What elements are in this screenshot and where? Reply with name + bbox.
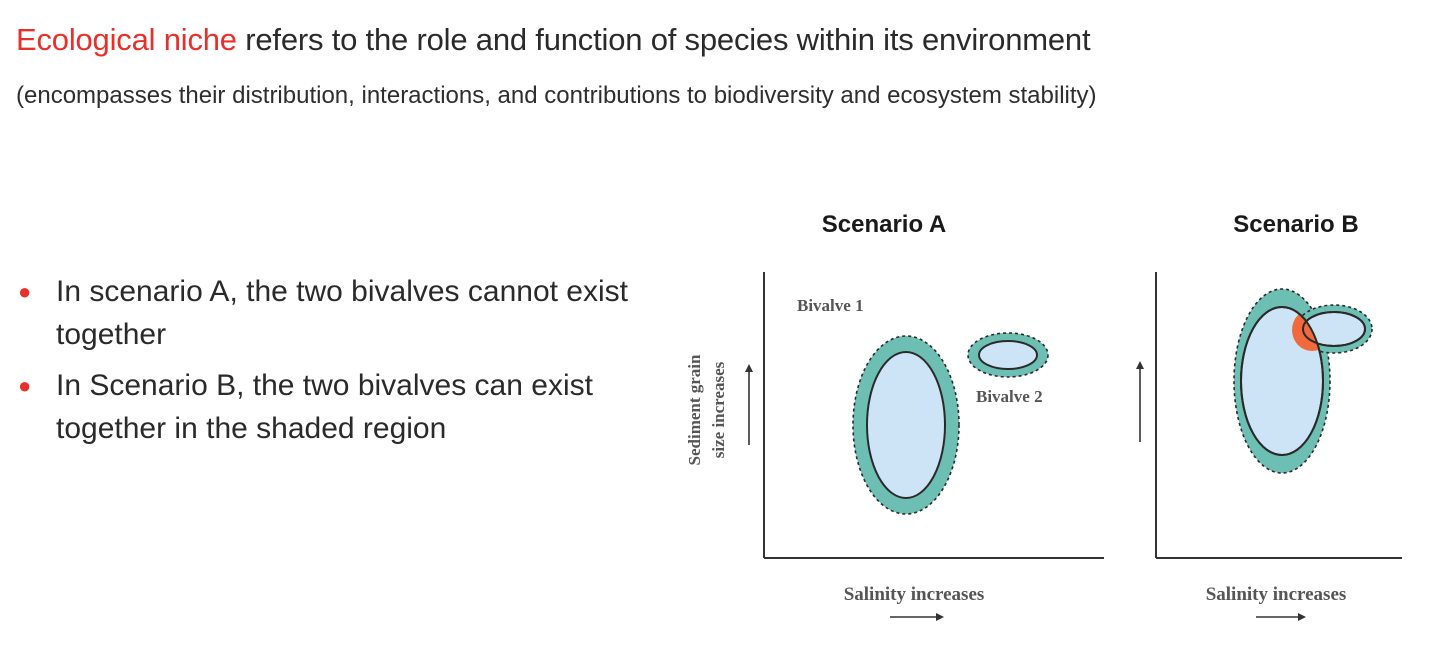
scenario-a-title: Scenario A	[822, 211, 947, 238]
bivalve-1-core-niche	[866, 351, 946, 499]
scenario-b-axes	[1155, 272, 1402, 559]
page-title: Ecological niche refers to the role and …	[16, 22, 1091, 58]
bullet-list: ● In scenario A, the two bivalves cannot …	[16, 270, 636, 458]
bullet-dot-icon: ●	[18, 279, 32, 304]
ylabel-line-1: Sediment grain	[685, 354, 704, 466]
scenario-a-axes	[763, 272, 1104, 559]
scenario-a-ylabel: Sediment grain size increases	[685, 354, 728, 466]
scenario-b-title: Scenario B	[1233, 211, 1358, 238]
bivalve-2-core-niche	[978, 340, 1038, 370]
bullet-item: ● In scenario A, the two bivalves cannot …	[16, 270, 636, 356]
bullet-dot-icon: ●	[18, 373, 32, 398]
bivalve-2-label: Bivalve 2	[976, 387, 1043, 406]
bivalve-2-niche	[967, 332, 1049, 378]
bivalve-1-label: Bivalve 1	[797, 296, 864, 315]
scenario-b-xlabel: Salinity increases	[1206, 584, 1347, 605]
bullet-text: In Scenario B, the two bivalves can exis…	[56, 369, 593, 445]
ylabel-line-2: size increases	[709, 361, 728, 458]
bullet-text: In scenario A, the two bivalves cannot e…	[56, 275, 628, 351]
bullet-item: ● In Scenario B, the two bivalves can exi…	[16, 364, 636, 450]
title-term: Ecological niche	[16, 22, 237, 57]
bivalve-1-core-outline	[1240, 306, 1324, 456]
bivalve-1-niche	[852, 335, 960, 515]
bivalve-2-core-outline	[1302, 311, 1366, 347]
scenario-a-xlabel: Salinity increases	[844, 584, 985, 605]
scenario-b-niches	[1233, 288, 1373, 474]
page-subtitle: (encompasses their distribution, interac…	[16, 82, 1097, 109]
title-rest: refers to the role and function of speci…	[236, 22, 1091, 57]
